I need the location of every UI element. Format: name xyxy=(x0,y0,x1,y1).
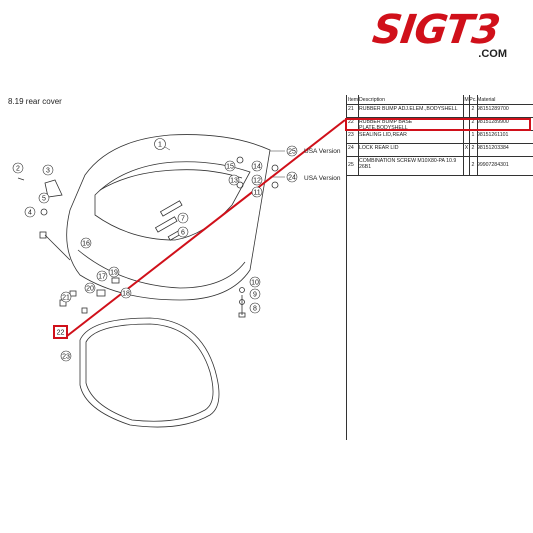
row-description: LOCK REAR LID xyxy=(359,145,399,151)
row-description: RUBBER BUMP ADJ.ELEM.,BODYSHELL xyxy=(359,106,458,112)
svg-text:20: 20 xyxy=(86,286,94,293)
svg-text:14: 14 xyxy=(253,164,261,171)
svg-text:16: 16 xyxy=(82,241,90,248)
row-description-line2: 26B1 xyxy=(359,164,372,170)
table-row[interactable]: 23 SEALING LID,REAR 1 98151261101 xyxy=(346,130,533,144)
exploded-diagram: 1 2 3 4 5 6 7 8 9 10 11 12 13 14 15 16 1… xyxy=(12,119,345,428)
svg-text:5: 5 xyxy=(42,196,46,203)
callout-5: 5 xyxy=(38,192,50,204)
highlight-callout-box xyxy=(53,325,68,339)
callout-14: 14 xyxy=(251,160,263,172)
callout-3: 3 xyxy=(42,164,54,176)
svg-text:8: 8 xyxy=(253,306,257,313)
svg-text:22: 22 xyxy=(57,330,65,337)
svg-text:9: 9 xyxy=(253,292,257,299)
rear-cover-outline xyxy=(66,134,271,301)
callout-15: 15 xyxy=(224,160,236,172)
header-qty: Pc. xyxy=(469,97,477,103)
svg-text:11: 11 xyxy=(253,190,260,197)
section-title: 8.19 rear cover xyxy=(8,97,62,106)
callout-20: 20 xyxy=(84,282,96,294)
callout-4: 4 xyxy=(24,206,36,218)
callout-2: 2 xyxy=(12,162,24,174)
row-material: 98151261101 xyxy=(477,132,509,138)
callout-12: 12 xyxy=(251,174,263,186)
rear-cover-window xyxy=(94,161,251,241)
logo: SIGT3 .COM xyxy=(369,7,523,60)
row-description: SEALING LID,REAR xyxy=(359,132,407,138)
svg-text:7: 7 xyxy=(181,216,185,223)
row-qty: 2 xyxy=(471,106,475,112)
callout-25: 25 xyxy=(286,145,298,157)
svg-text:17: 17 xyxy=(98,274,106,281)
table-row[interactable]: 21 RUBBER BUMP ADJ.ELEM.,BODYSHELL 2 981… xyxy=(346,104,533,118)
svg-text:4: 4 xyxy=(28,210,32,217)
svg-text:1: 1 xyxy=(158,142,162,149)
row-pos: 21 xyxy=(348,106,354,112)
header-pos: Item xyxy=(348,97,359,103)
svg-text:23: 23 xyxy=(62,354,70,361)
row-description-line1: COMBINATION SCREW M10X80-PA 10.9 xyxy=(359,158,457,164)
callout-7: 7 xyxy=(177,212,189,224)
svg-text:2: 2 xyxy=(16,166,20,173)
row-pos: 23 xyxy=(348,132,354,138)
variant-label-bottom: USA Version xyxy=(304,175,341,182)
callout-6: 6 xyxy=(177,226,189,238)
row-qty: 2 xyxy=(471,162,475,168)
svg-text:10: 10 xyxy=(251,280,259,287)
table-row[interactable]: 25 COMBINATION SCREW M10X80-PA 10.9 26B1… xyxy=(346,156,533,176)
callout-22: 22 xyxy=(57,330,65,337)
callout-13: 13 xyxy=(228,174,240,186)
svg-text:24: 24 xyxy=(288,175,296,182)
row-qty: 2 xyxy=(471,119,475,125)
logo-domain: .COM xyxy=(478,48,507,60)
row-description: COMBINATION SCREW M10X80-PA 10.9 26B1 xyxy=(359,158,459,170)
row-description: RUBBER BUMP BASE PLATE,BODYSHELL xyxy=(359,119,413,131)
row-material: 98151289900 xyxy=(477,119,509,125)
svg-text:19: 19 xyxy=(110,270,118,277)
callout-23: 23 xyxy=(60,350,72,362)
row-pos: 24 xyxy=(348,145,354,151)
highlighted-row-frame xyxy=(345,118,531,131)
callout-1: 1 xyxy=(154,138,166,150)
callout-9: 9 xyxy=(249,288,261,300)
callout-17: 17 xyxy=(96,270,108,282)
table-header: Item Description M Pc. Material xyxy=(346,95,533,105)
header-description: Description xyxy=(359,97,385,103)
highlight-connector-line xyxy=(66,119,345,337)
row-material: 98151203384 xyxy=(477,145,509,151)
callout-10: 10 xyxy=(249,276,261,288)
callout-16: 16 xyxy=(80,237,92,249)
callout-11: 11 xyxy=(251,186,263,198)
callout-19: 19 xyxy=(108,266,120,278)
callout-24: 24 xyxy=(286,171,298,183)
svg-text:12: 12 xyxy=(253,178,261,185)
row-qty: 2 xyxy=(471,145,475,151)
svg-text:18: 18 xyxy=(122,291,130,298)
row-qty: 1 xyxy=(471,132,475,138)
callout-21: 21 xyxy=(60,291,72,303)
row-mark: X xyxy=(464,145,469,151)
row-material: 98151289700 xyxy=(477,106,509,112)
header-material: Material xyxy=(477,97,496,103)
table-row[interactable]: 24 LOCK REAR LID X 2 98151203384 xyxy=(346,143,533,157)
variant-label-top: USA Version xyxy=(304,148,341,155)
svg-text:13: 13 xyxy=(230,178,238,185)
svg-text:15: 15 xyxy=(226,164,234,171)
logo-mark: SIGT3 xyxy=(369,7,503,53)
svg-text:6: 6 xyxy=(181,230,185,237)
row-pos: 25 xyxy=(348,162,354,168)
callout-8: 8 xyxy=(249,302,261,314)
svg-text:21: 21 xyxy=(62,295,70,302)
sealing-lid-outline xyxy=(79,317,220,428)
svg-text:3: 3 xyxy=(46,168,50,175)
svg-text:25: 25 xyxy=(288,149,296,156)
callout-18: 18 xyxy=(120,287,132,299)
row-pos: 22 xyxy=(348,119,354,125)
header-mark: M xyxy=(464,97,469,103)
row-material: 99907284301 xyxy=(477,162,509,168)
